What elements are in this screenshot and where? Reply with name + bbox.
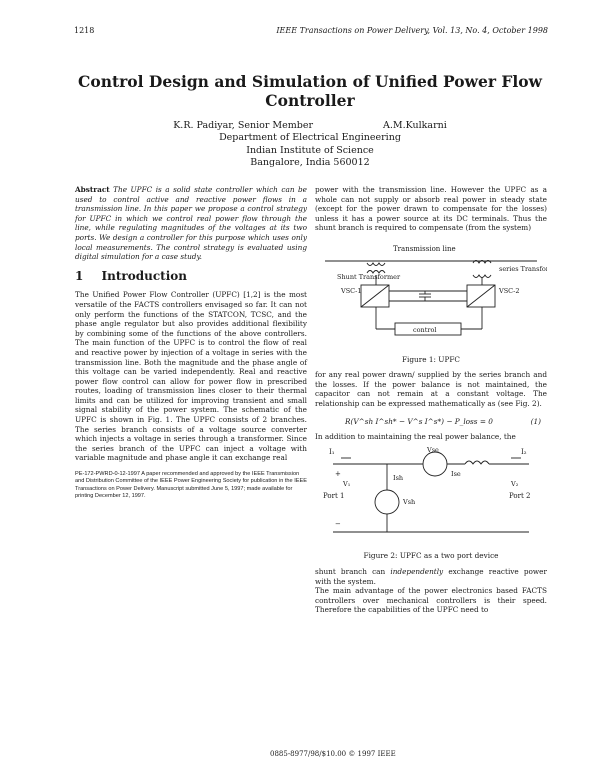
- abstract: Abstract The UPFC is a solid state contr…: [75, 185, 307, 262]
- right-paragraph-4-end: exchange reactive power with the system.: [315, 566, 547, 586]
- equation-number: (1): [530, 416, 541, 426]
- figure-1: Transmission line Shunt Transformer seri…: [315, 233, 563, 364]
- shunt-voltage-source: [374, 489, 400, 515]
- series-voltage-source: [422, 451, 448, 477]
- page-number: 1218: [74, 26, 95, 35]
- emphasis-independently: independently: [390, 566, 444, 576]
- vsc-2-box: [466, 284, 496, 308]
- series-transformer-coil-top: [472, 260, 492, 264]
- abstract-text: The UPFC is a solid state controller whi…: [75, 185, 307, 262]
- label-v2: V₂: [510, 480, 519, 488]
- author-names: K.R. Padiyar, Senior Member A.M.Kulkarni: [130, 120, 490, 132]
- right-paragraph-4-start: shunt branch can: [315, 566, 391, 576]
- section-heading: 1 Introduction: [75, 268, 307, 283]
- running-header: IEEE Transactions on Power Delivery, Vol…: [276, 26, 548, 35]
- right-paragraph-2: for any real power drawn/ supplied by th…: [315, 370, 547, 408]
- right-paragraph-4: shunt branch can independently exchange …: [315, 567, 547, 586]
- label-transmission-line: Transmission line: [393, 245, 456, 253]
- label-ise: Ise: [451, 470, 461, 478]
- footnote: PE-172-PWRD-0-12-1997 A paper recommende…: [75, 471, 307, 500]
- affiliation-department: Department of Electrical Engineering: [219, 132, 401, 144]
- label-series-transformer: series Transformer: [499, 265, 547, 273]
- abstract-label: Abstract: [75, 185, 110, 194]
- right-paragraph-5: The main advantage of the power electron…: [315, 586, 547, 615]
- section-number: 1: [75, 268, 84, 283]
- right-paragraph-1: power with the transmission line. Howeve…: [315, 185, 547, 233]
- author-block: K.R. Padiyar, Senior Member A.M.Kulkarni…: [130, 120, 490, 170]
- label-vsc-1: VSC-1: [340, 287, 361, 295]
- label-vsc-2: VSC-2: [498, 287, 519, 295]
- label-i1: I₁: [329, 448, 335, 456]
- affiliation-city: Bangalore, India 560012: [250, 157, 370, 169]
- vsc-1-box: [360, 284, 390, 308]
- affiliation-institute: Indian Institute of Science: [246, 144, 374, 156]
- paper-title: Control Design and Simulation of Unified…: [78, 72, 542, 110]
- label-control: control: [413, 326, 436, 334]
- copyright-footer: 0885-8977/98/$10.00 © 1997 IEEE: [270, 750, 396, 758]
- shunt-transformer-coil-bottom: [366, 270, 386, 274]
- label-port-2: Port 2: [509, 492, 530, 500]
- label-shunt-transformer: Shunt Transformer: [337, 273, 401, 281]
- author-1: K.R. Padiyar, Senior Member: [173, 120, 313, 131]
- right-column: power with the transmission line. Howeve…: [315, 185, 563, 615]
- label-minus: −: [335, 520, 341, 528]
- label-port-1: Port 1: [323, 492, 344, 500]
- figure-1-diagram: Transmission line Shunt Transformer seri…: [325, 245, 563, 336]
- label-plus: +: [335, 470, 341, 478]
- left-column: Abstract The UPFC is a solid state contr…: [75, 185, 307, 501]
- label-vsh: Vsh: [402, 498, 415, 506]
- label-ish: Ish: [393, 474, 403, 482]
- equation-body: R(V^sh I^sh* − V^s I^s*) − P_loss = 0: [345, 416, 493, 426]
- figure-2: I₁ I₂ Vse Ise Vsh Ish V₁ V₂ Port 1 Port …: [315, 442, 547, 561]
- figure-2-diagram: I₁ I₂ Vse Ise Vsh Ish V₁ V₂ Port 1 Port …: [323, 446, 530, 533]
- label-i2: I₂: [521, 448, 527, 456]
- figure-2-caption: Figure 2: UPFC as a two port device: [363, 551, 499, 561]
- figure-1-caption: Figure 1: UPFC: [401, 354, 461, 364]
- shunt-transformer-coil-top: [366, 262, 386, 266]
- intro-paragraph: The Unified Power Flow Controller (UPFC)…: [75, 290, 307, 463]
- author-2: A.M.Kulkarni: [383, 120, 447, 131]
- label-v1: V₁: [342, 480, 351, 488]
- series-impedance: [464, 460, 490, 465]
- right-paragraph-3: In addition to maintaining the real powe…: [315, 432, 516, 442]
- label-vse: Vse: [426, 446, 439, 454]
- equation-1: R(V^sh I^sh* − V^s I^s*) − P_loss = 0 (1…: [345, 417, 541, 427]
- section-title: Introduction: [101, 268, 188, 283]
